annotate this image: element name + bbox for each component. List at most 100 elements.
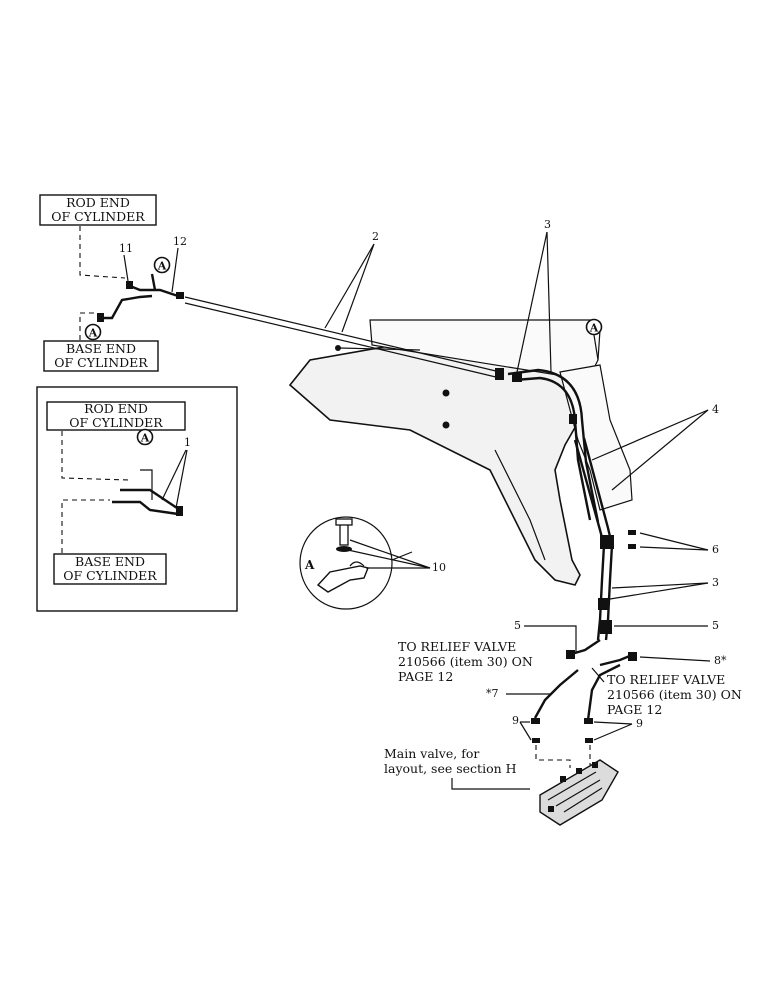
fitting-base <box>97 313 104 322</box>
main-valve <box>539 759 619 826</box>
clamp-washer <box>336 546 352 552</box>
inset-rod-end-line2: OF CYLINDER <box>69 415 163 430</box>
callout-9-left: 9 <box>512 714 519 727</box>
lower-fitting-bottom <box>600 620 612 634</box>
fitting-9-right-b <box>585 738 593 743</box>
inset-detail: ROD END OF CYLINDER BASE END OF CYLINDER… <box>36 386 238 612</box>
inset-frame <box>36 386 238 612</box>
inset-rod-end-box <box>46 401 186 431</box>
callout-9-right-leader-b <box>593 723 633 741</box>
main-valve-note-line1: Main valve, for <box>384 746 479 761</box>
inset-base-end-line2: OF CYLINDER <box>63 568 157 583</box>
fitting-8 <box>628 652 637 661</box>
tube-2-lower <box>184 302 501 379</box>
callout-9-right-leader-a <box>593 721 633 725</box>
clamp-marker-a: A <box>304 558 315 572</box>
callout-10-leader-a <box>349 539 431 569</box>
callout-6-leader-a <box>639 532 709 551</box>
tube-upper <box>129 284 179 298</box>
fitting-9-left-a <box>531 718 540 724</box>
top-detail: ROD END OF CYLINDER BASE END OF CYLINDER… <box>39 194 187 372</box>
inset-marker-a <box>136 428 154 446</box>
callout-8: 8* <box>714 654 727 667</box>
boom-marker-a <box>585 318 603 336</box>
clamp-bolt-head <box>335 518 353 526</box>
callout-7: *7 <box>486 687 499 700</box>
relief-left-line3: PAGE 12 <box>398 669 453 684</box>
fitting-6-group <box>628 530 636 549</box>
tube-2-end-fitting <box>495 368 504 380</box>
inset-base-end-line1: BASE END <box>75 554 145 569</box>
callout-5-right: 5 <box>712 619 719 632</box>
hose-3-fitting-b <box>569 414 577 424</box>
callout-4-leader-b <box>611 409 709 491</box>
notes: TO RELIEF VALVE 210566 (item 30) ON PAGE… <box>384 639 742 790</box>
rod-end-label-box <box>39 194 157 226</box>
rod-end-leader <box>79 226 126 279</box>
fitting-6b <box>628 544 636 549</box>
inset-base-end-box <box>53 553 167 585</box>
clamp-detail: A 10 <box>299 516 446 610</box>
clamp-strap <box>349 561 365 567</box>
boom-pin-2 <box>442 421 450 429</box>
inset-bracket <box>140 469 153 500</box>
fitting-6a <box>628 530 636 535</box>
inset-callout-1: 1 <box>184 436 191 449</box>
rod-end-label-line2: OF CYLINDER <box>51 209 145 224</box>
marker-a-bottom-text: A <box>88 327 98 340</box>
callout-6-leader-b <box>639 546 709 551</box>
relief-left-line1: TO RELIEF VALVE <box>398 639 516 654</box>
marker-a-top <box>153 256 171 274</box>
inset-tube-lower <box>112 500 179 516</box>
fitting-9-right-a <box>584 718 593 724</box>
fitting-9-left-b <box>532 738 540 743</box>
callout-10: 10 <box>432 561 446 574</box>
inset-base-leader <box>61 499 110 553</box>
boom-lower-edge <box>494 449 546 561</box>
callout-3-leader-b <box>546 231 552 373</box>
tube-2-upper <box>184 296 501 373</box>
callout-4: 4 <box>712 403 719 416</box>
callout-9-right: 9 <box>636 717 643 730</box>
tube-8 <box>586 663 621 721</box>
inset-marker-a-text: A <box>140 432 150 445</box>
marker-a-top-text: A <box>157 260 167 273</box>
tube-riser <box>150 273 157 291</box>
callout-12: 12 <box>173 235 187 248</box>
callout-10-leader-b <box>347 549 431 569</box>
callout-3-mid-leader-b <box>603 582 709 601</box>
clamp-detail-pointer <box>391 551 413 561</box>
inset-tube-upper <box>120 488 181 511</box>
boom-marker-a-text: A <box>589 322 599 335</box>
callout-5-left-leader <box>524 625 577 652</box>
callout-9-left-leader-b <box>519 721 532 741</box>
lower-fitting-mid <box>598 598 608 610</box>
relief-right-pointer <box>591 667 605 683</box>
callout-2-leader-a <box>324 243 375 329</box>
base-end-label-line2: OF CYLINDER <box>54 355 148 370</box>
callout-11-leader <box>123 254 129 282</box>
fitting-12 <box>176 292 184 299</box>
main-valve-note-line2: layout, see section H <box>384 761 517 776</box>
lower-fitting-top <box>600 535 614 549</box>
boom-pin-1 <box>442 389 450 397</box>
callout-3-mid: 3 <box>712 576 719 589</box>
fitting-11 <box>126 281 133 289</box>
boom-pin-3 <box>335 345 341 351</box>
tube-lower <box>100 294 153 320</box>
callout-12-leader <box>171 247 179 293</box>
callout-3-top: 3 <box>544 218 551 231</box>
clamp-bolt <box>339 522 349 546</box>
base-end-leader <box>79 312 98 340</box>
relief-left-line2: 210566 (item 30) ON <box>398 654 533 669</box>
clamp-bracket <box>316 565 369 593</box>
main-valve-note-leader <box>451 778 530 790</box>
clamp-detail-circle <box>299 516 393 610</box>
fitting-5-left <box>566 650 575 659</box>
callout-3-mid-leader-a <box>611 582 709 589</box>
callout-11: 11 <box>119 242 133 255</box>
relief-right-line3: PAGE 12 <box>607 702 662 717</box>
boom-assembly: 2 3 A 4 6 3 5 5 *7 8* <box>184 218 727 826</box>
valve-connection-left <box>535 745 571 768</box>
